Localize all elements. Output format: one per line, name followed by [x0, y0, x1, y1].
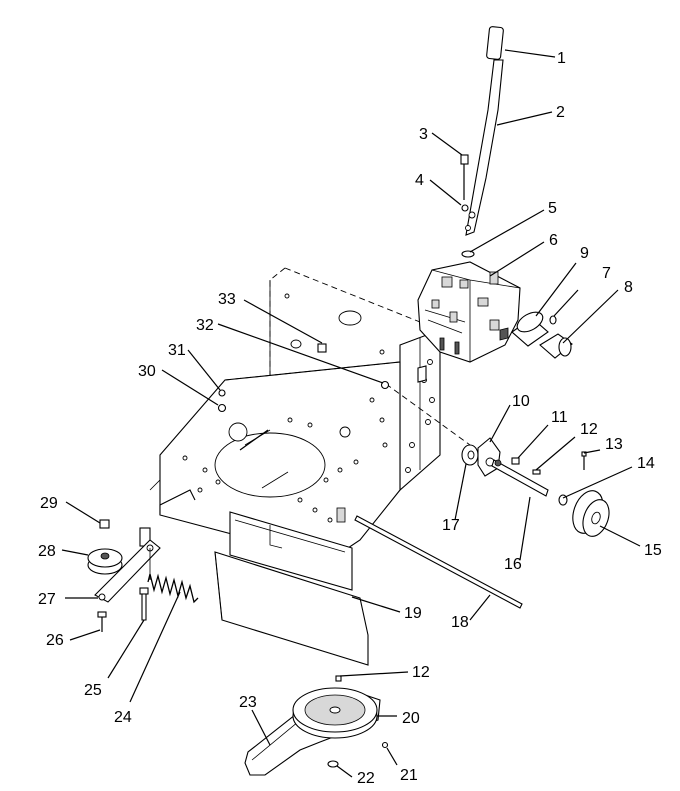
label-27: 27: [38, 591, 56, 608]
label-30: 30: [138, 363, 156, 380]
belt-and-pulley: [244, 675, 389, 776]
label-3: 3: [419, 126, 428, 143]
callout-labels: 1 2 3 4 5 6 7 8 9 10 11 12 13 14 15 16 1…: [38, 50, 662, 787]
label-21: 21: [400, 767, 418, 784]
label-23: 23: [239, 694, 257, 711]
label-19: 19: [404, 605, 422, 622]
label-12: 12: [580, 421, 598, 438]
label-25: 25: [84, 682, 102, 699]
bolt-right: [380, 380, 390, 390]
bolt-small: [217, 403, 227, 413]
label-6: 6: [549, 232, 558, 249]
label-9: 9: [580, 245, 589, 262]
washer: [461, 250, 475, 258]
label-5: 5: [548, 200, 557, 217]
label-10: 10: [512, 393, 530, 410]
pin: [549, 315, 557, 325]
label-24: 24: [114, 709, 132, 726]
label-18: 18: [451, 614, 469, 631]
hub: [539, 333, 573, 359]
label-26: 26: [46, 632, 64, 649]
leader-lines: [61, 49, 641, 778]
label-15: 15: [644, 542, 662, 559]
label-4: 4: [415, 172, 424, 189]
coupler: [511, 311, 549, 347]
label-2: 2: [556, 104, 565, 121]
label-7: 7: [602, 265, 611, 282]
label-22: 22: [357, 770, 375, 787]
label-20: 20: [402, 710, 420, 727]
label-31: 31: [168, 342, 186, 359]
axis-line: [385, 383, 471, 446]
label-8: 8: [624, 279, 633, 296]
label-14: 14: [637, 455, 655, 472]
label-17: 17: [442, 517, 460, 534]
transmission: [417, 261, 521, 363]
label-28: 28: [38, 543, 56, 560]
rod: [354, 515, 523, 609]
label-32: 32: [196, 317, 214, 334]
label-1: 1: [557, 50, 566, 67]
idler-assembly: [87, 519, 199, 632]
label-11: 11: [551, 409, 568, 426]
label-16: 16: [504, 556, 522, 573]
shift-lever: [465, 26, 504, 236]
label-33: 33: [218, 291, 236, 308]
label-13: 13: [605, 436, 623, 453]
nut-small: [317, 343, 327, 353]
washer-small: [218, 389, 226, 397]
lever-bolt: [460, 154, 469, 212]
shaft-assembly: [461, 437, 610, 537]
label-29: 29: [40, 495, 58, 512]
label-12-lower: 12: [412, 664, 430, 681]
